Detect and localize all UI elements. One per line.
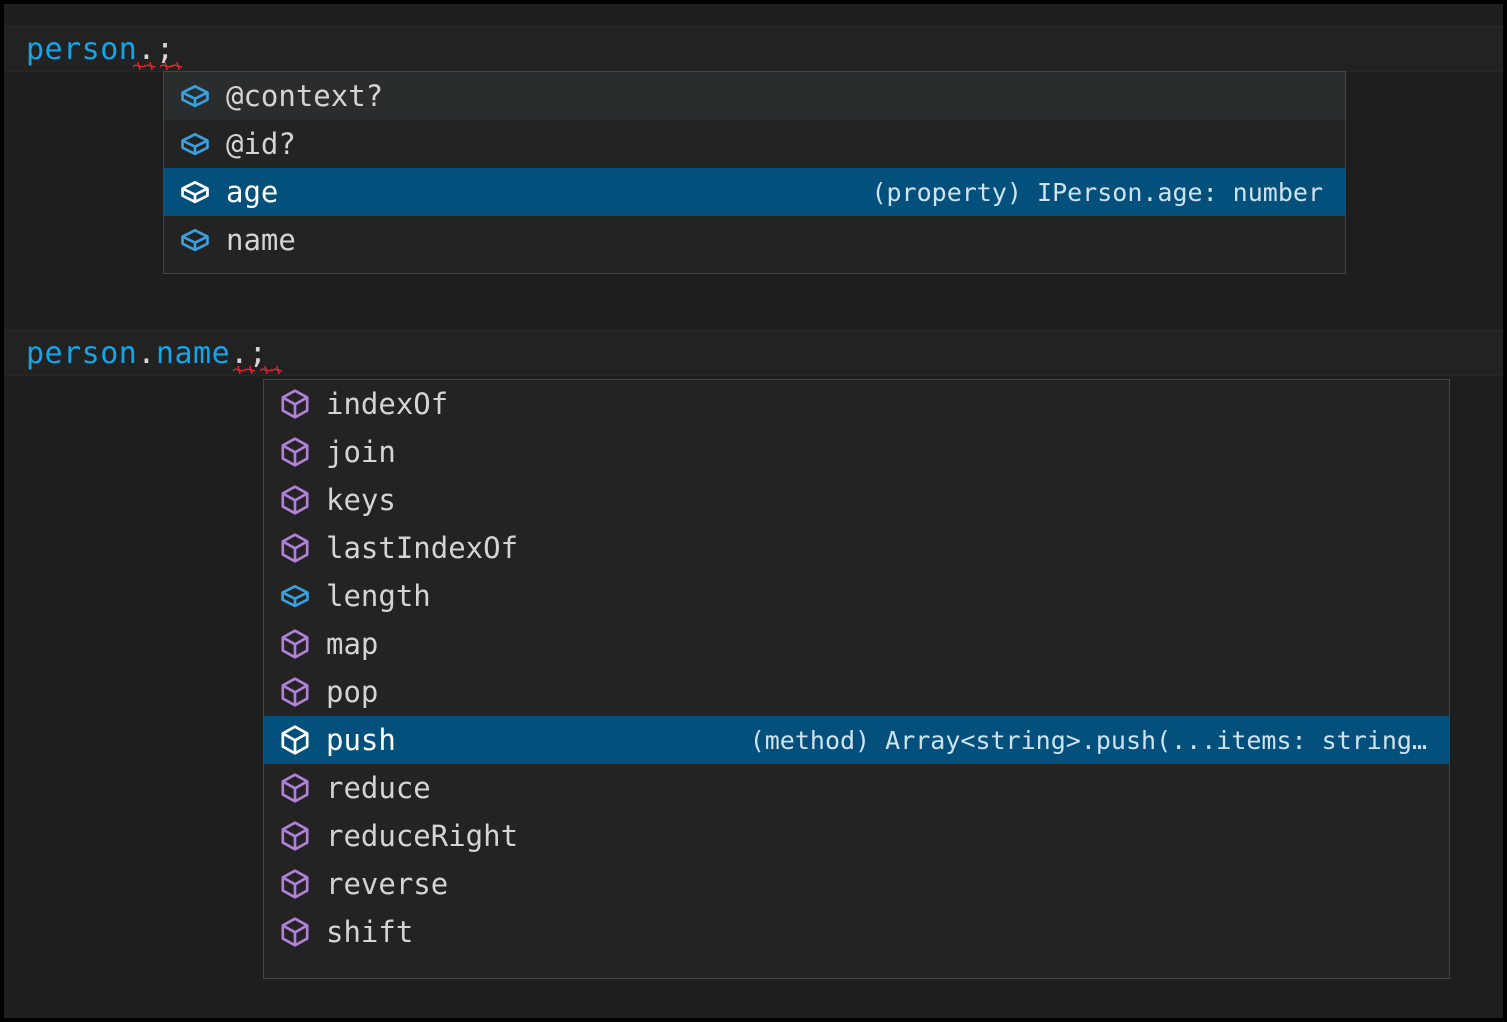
suggest-item-shift[interactable]: shift — [264, 908, 1449, 956]
suggest-item-detail: (method) Array<string>.push(...items: st… — [749, 725, 1427, 755]
method-cube-icon — [281, 677, 309, 707]
suggest-item-label: reduceRight — [326, 819, 519, 853]
suggest-item-push[interactable]: push (method) Array<string>.push(...item… — [264, 716, 1449, 764]
suggest-item-reverse[interactable]: reverse — [264, 860, 1449, 908]
code-token-punctuation: . — [230, 335, 249, 371]
code-token-punctuation: ; — [248, 335, 268, 371]
error-squiggle-icon — [160, 62, 182, 70]
suggest-item-map[interactable]: map — [264, 620, 1449, 668]
code-line-2[interactable]: person.name.; — [4, 330, 1503, 376]
code-token-punctuation: . — [137, 31, 156, 67]
suggest-item-reduce[interactable]: reduce — [264, 764, 1449, 812]
suggest-item-label: reverse — [326, 867, 449, 901]
code-line-1[interactable]: person.; — [4, 26, 1503, 72]
code-token-identifier: person — [26, 335, 138, 371]
property-cube-icon — [181, 181, 209, 204]
suggest-item-label: reduce — [326, 771, 431, 805]
method-cube-icon — [281, 773, 309, 803]
code-token-punctuation: ; — [155, 31, 175, 67]
suggest-item-id[interactable]: @id? — [164, 120, 1345, 168]
suggest-item-name[interactable]: name — [164, 216, 1345, 264]
property-cube-icon — [181, 229, 209, 252]
property-cube-icon — [281, 585, 309, 608]
suggest-item-age[interactable]: age (property) IPerson.age: number — [164, 168, 1345, 216]
method-cube-icon — [281, 437, 309, 467]
suggest-item-label: map — [326, 627, 379, 661]
suggest-item-detail: (property) IPerson.age: number — [871, 177, 1323, 207]
suggest-item-label: lastIndexOf — [326, 531, 519, 565]
suggest-widget-person[interactable]: @context? @id? age (property) IPerson.ag… — [163, 71, 1346, 274]
suggest-item-label: join — [326, 435, 396, 469]
suggest-item-label: indexOf — [326, 387, 449, 421]
code-editor[interactable]: person.; @context? @id? — [4, 4, 1503, 1018]
code-token-identifier: name — [155, 335, 231, 371]
suggest-item-indexof[interactable]: indexOf — [264, 380, 1449, 428]
error-squiggle-icon — [260, 366, 282, 374]
suggest-item-label: @id? — [226, 127, 296, 161]
suggest-item-label: pop — [326, 675, 379, 709]
method-cube-icon — [281, 725, 309, 755]
error-squiggle-icon — [133, 62, 155, 70]
suggest-item-label: @context? — [226, 79, 384, 113]
method-cube-icon — [281, 917, 309, 947]
suggest-item-label: keys — [326, 483, 396, 517]
suggest-item-label: length — [326, 579, 431, 613]
code-token-punctuation: . — [137, 335, 156, 371]
suggest-item-label: name — [226, 223, 296, 257]
suggest-item-pop[interactable]: pop — [264, 668, 1449, 716]
suggest-item-label: push — [326, 723, 396, 757]
method-cube-icon — [281, 533, 309, 563]
error-squiggle-icon — [233, 366, 255, 374]
property-cube-icon — [181, 85, 209, 108]
suggest-item-join[interactable]: join — [264, 428, 1449, 476]
code-token-identifier: person — [26, 31, 138, 67]
method-cube-icon — [281, 869, 309, 899]
method-cube-icon — [281, 389, 309, 419]
suggest-item-label: age — [226, 175, 279, 209]
method-cube-icon — [281, 821, 309, 851]
suggest-item-label: shift — [326, 915, 414, 949]
method-cube-icon — [281, 629, 309, 659]
suggest-item-keys[interactable]: keys — [264, 476, 1449, 524]
suggest-widget-person-name[interactable]: indexOf join keys — [263, 379, 1450, 979]
property-cube-icon — [181, 133, 209, 156]
suggest-item-reduceright[interactable]: reduceRight — [264, 812, 1449, 860]
suggest-item-lastindexof[interactable]: lastIndexOf — [264, 524, 1449, 572]
suggest-item-length[interactable]: length — [264, 572, 1449, 620]
method-cube-icon — [281, 485, 309, 515]
suggest-item-context[interactable]: @context? — [164, 72, 1345, 120]
